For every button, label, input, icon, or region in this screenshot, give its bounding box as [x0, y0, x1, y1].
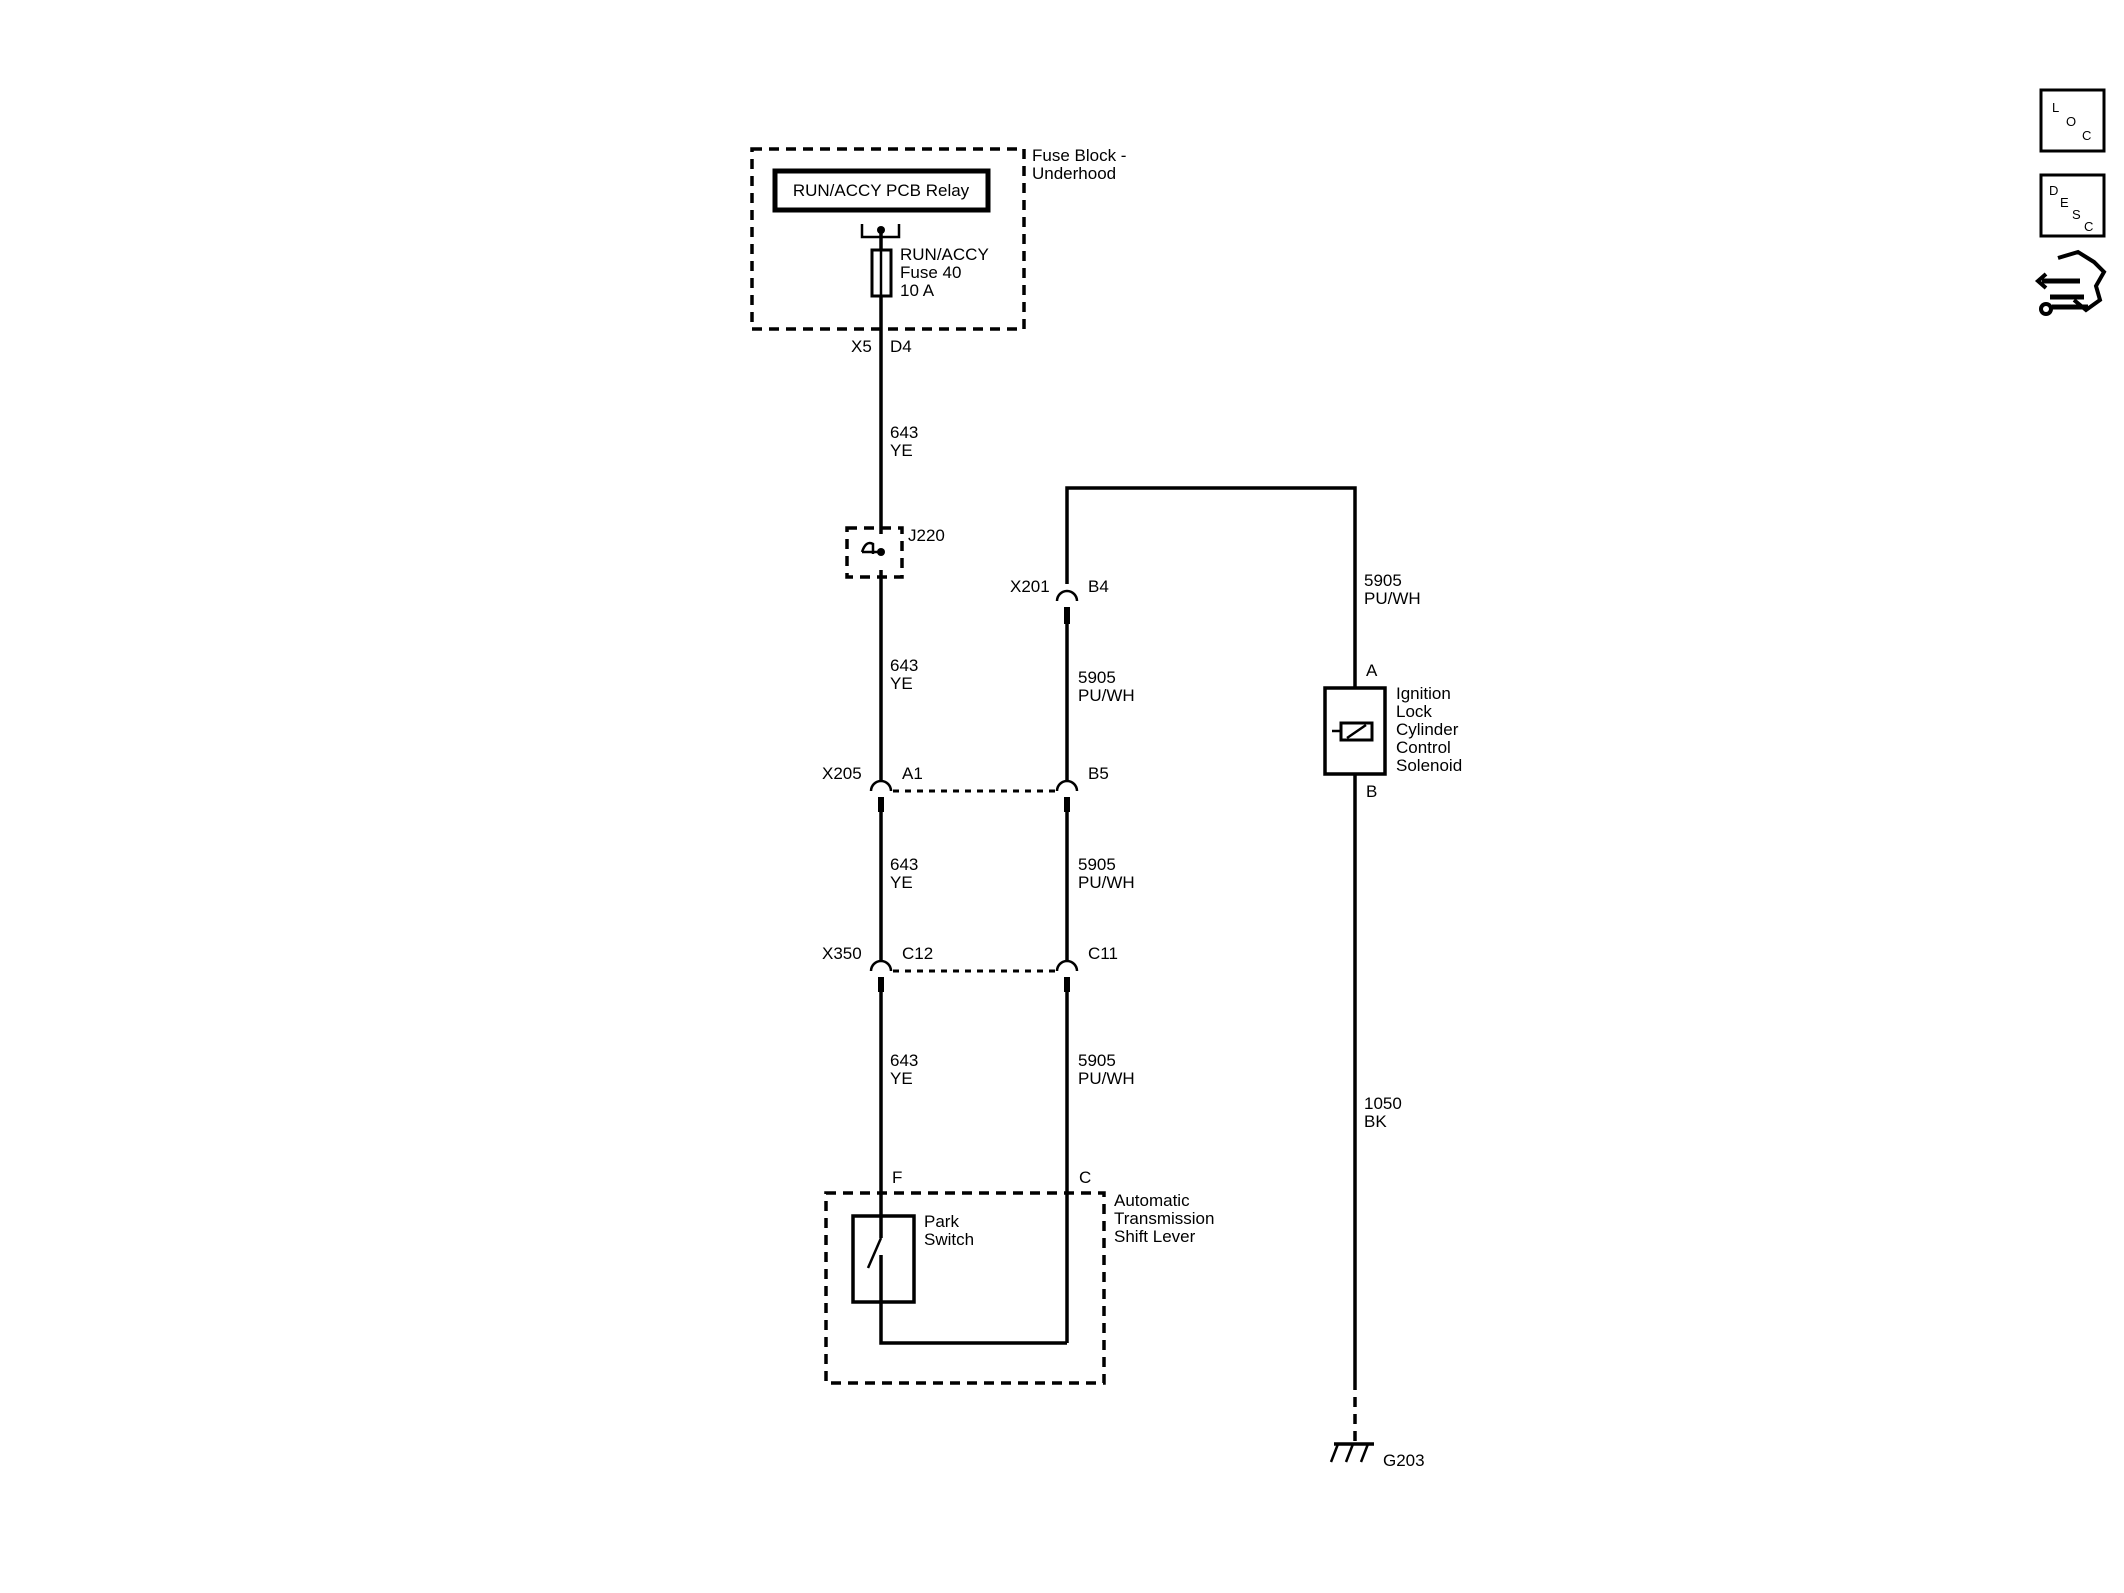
desc-letter-1: D	[2049, 183, 2058, 198]
circuit-5905-color-4: PU/WH	[1078, 1069, 1135, 1088]
loc-letter-3: C	[2082, 128, 2091, 143]
fuse-label-line2: Fuse 40	[900, 263, 961, 282]
circuit-5905-label-3: 5905	[1078, 855, 1116, 874]
circuit-5905-label-1: 5905	[1364, 571, 1402, 590]
x350-pin-b: C11	[1088, 944, 1118, 963]
circuit-5905-label-4: 5905	[1078, 1051, 1116, 1070]
run-accy-pcb-relay[interactable]: RUN/ACCY PCB Relay	[772, 168, 991, 213]
fuse-label-line3: 10 A	[900, 281, 935, 300]
circuit-643-color-1: YE	[890, 441, 913, 460]
desc-letter-2: E	[2060, 195, 2069, 210]
fuse-block-boundary	[750, 147, 1026, 331]
circuit-643-label-2: 643	[890, 656, 918, 675]
splice-id: J220	[908, 526, 945, 545]
x201-id: X201	[1010, 577, 1050, 596]
relay-label: RUN/ACCY PCB Relay	[793, 181, 970, 200]
shift-lever-pin-f: F	[892, 1168, 902, 1187]
park-switch-label-line2: Switch	[924, 1230, 974, 1249]
circuit-5905-wire-top[interactable]	[1065, 486, 1357, 688]
solenoid-label-line4: Control	[1396, 738, 1451, 757]
fuse-block-connector-pin: D4	[890, 337, 912, 356]
shift-lever-boundary	[824, 1191, 1106, 1385]
park-switch[interactable]: Park Switch	[851, 1212, 974, 1304]
solenoid-label-line5: Solenoid	[1396, 756, 1462, 775]
connector-x205[interactable]: X205 A1 B5	[822, 764, 1109, 812]
connector-x350[interactable]: X350 C12 C11	[822, 944, 1118, 992]
solenoid-pin-b: B	[1366, 782, 1377, 801]
loc-icon	[2039, 88, 2106, 153]
circuit-5905-color-2: PU/WH	[1078, 686, 1135, 705]
desc-icon	[2039, 173, 2106, 238]
ground-id: G203	[1383, 1451, 1425, 1470]
desc-letter-3: S	[2072, 207, 2081, 222]
circuit-643-label-1: 643	[890, 423, 918, 442]
solenoid-label-line3: Cylinder	[1396, 720, 1459, 739]
park-switch-label-line1: Park	[924, 1212, 959, 1231]
x205-pin-a: A1	[902, 764, 923, 783]
circuit-1050-color: BK	[1364, 1112, 1387, 1131]
desc-letter-4: C	[2084, 219, 2093, 234]
ground-g203[interactable]: G203	[1329, 1442, 1425, 1470]
circuit-643-label-4: 643	[890, 1051, 918, 1070]
splice-pack-j220[interactable]: J220	[845, 526, 945, 579]
automatic-transmission-shift-lever[interactable]: F C Automatic Transmission Shift Lever P…	[824, 1168, 1214, 1385]
x350-pin-a: C12	[902, 944, 933, 963]
ignition-lock-cylinder-solenoid[interactable]: A B Ignition Lock Cylinder Control Solen…	[1323, 661, 1462, 801]
connector-tool-icon	[2034, 249, 2107, 316]
circuit-643-color-4: YE	[890, 1069, 913, 1088]
shift-lever-label-line2: Transmission	[1114, 1209, 1214, 1228]
desc-button[interactable]: D E S C	[2039, 173, 2106, 238]
fuse-label-line1: RUN/ACCY	[900, 245, 989, 264]
run-accy-fuse-40[interactable]	[870, 248, 893, 298]
circuit-1050-label: 1050	[1364, 1094, 1402, 1113]
fuse-block-underhood[interactable]: Fuse Block - Underhood RUN/ACCY PCB Rela…	[750, 146, 1126, 356]
shift-lever-internal-wire	[879, 1302, 1067, 1345]
x350-id: X350	[822, 944, 862, 963]
circuit-643-color-3: YE	[890, 873, 913, 892]
circuit-643-label-3: 643	[890, 855, 918, 874]
shift-lever-label-line1: Automatic	[1114, 1191, 1190, 1210]
shift-lever-pin-c: C	[1079, 1168, 1091, 1187]
circuit-643-color-2: YE	[890, 674, 913, 693]
solenoid-label-line1: Ignition	[1396, 684, 1451, 703]
loc-button[interactable]: L O C	[2039, 88, 2106, 153]
fuse-block-label-line1: Fuse Block -	[1032, 146, 1126, 165]
solenoid-label-line2: Lock	[1396, 702, 1432, 721]
shift-lever-label-line3: Shift Lever	[1114, 1227, 1196, 1246]
loc-letter-2: O	[2066, 114, 2076, 129]
loc-letter-1: L	[2052, 100, 2059, 115]
circuit-5905-label-2: 5905	[1078, 668, 1116, 687]
circuit-5905-color-1: PU/WH	[1364, 589, 1421, 608]
connector-view-button[interactable]	[2034, 249, 2107, 316]
x201-pin: B4	[1088, 577, 1109, 596]
circuit-5905-color-3: PU/WH	[1078, 873, 1135, 892]
connector-x201[interactable]: X201 B4	[1010, 577, 1109, 624]
x205-pin-b: B5	[1088, 764, 1109, 783]
solenoid-pin-a: A	[1366, 661, 1378, 680]
x205-id: X205	[822, 764, 862, 783]
fuse-block-connector-id: X5	[851, 337, 872, 356]
fuse-block-label-line2: Underhood	[1032, 164, 1116, 183]
